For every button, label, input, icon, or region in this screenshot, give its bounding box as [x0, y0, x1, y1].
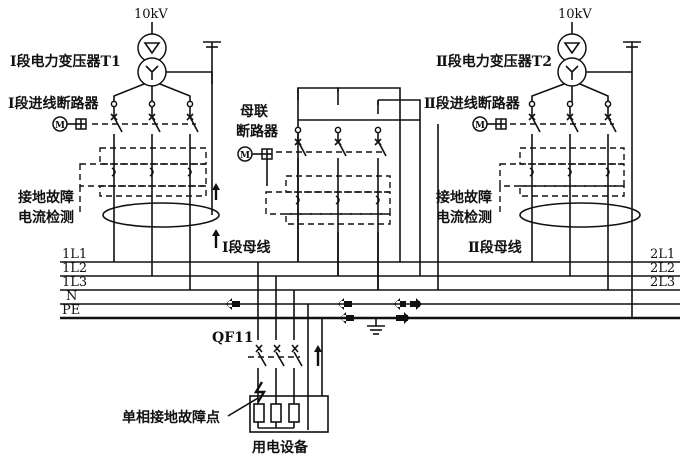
right-gfd-line1: 接地故障	[436, 189, 492, 206]
transformer-icon	[137, 33, 167, 87]
bus-label-1l3: 1L3	[62, 275, 87, 290]
right-ct-ring	[519, 202, 641, 228]
left-source: 10kV Ⅰ段电力变压器T1 Ⅰ段进线断路器	[8, 7, 271, 290]
current-flow-arrow-icon	[226, 298, 422, 366]
load-equipment	[249, 395, 329, 433]
bus-label-1l1: 1L1	[62, 247, 87, 262]
bus-label-1l2: 1L2	[62, 261, 87, 276]
bus-label-2l3: 2L3	[650, 275, 675, 290]
busbars	[60, 261, 680, 320]
bus-tie-label-2: 断路器	[236, 123, 279, 140]
left-gfd-line1: 接地故障	[18, 189, 74, 206]
bus-tie-label-1: 母联	[240, 104, 269, 120]
feeder-breaker-label: QF11	[212, 330, 254, 346]
motor-operator-icon: M	[52, 116, 87, 132]
right-breaker-label: Ⅱ段进线断路器	[424, 95, 521, 112]
left-transformer-label: Ⅰ段电力变压器T1	[10, 53, 121, 70]
bus-labels-left: 1L1 1L2 1L3 N PE	[62, 247, 87, 318]
bus-labels-right: 2L1 2L2 2L3	[650, 247, 675, 290]
right-transformer-label: Ⅱ段电力变压器T2	[436, 53, 552, 70]
fault-point-mark	[253, 381, 267, 403]
right-incoming-breaker	[510, 100, 617, 150]
load-label: 用电设备	[252, 439, 309, 456]
right-voltage-label: 10kV	[558, 7, 592, 22]
ground-icon	[367, 318, 385, 335]
bus-label-2l2: 2L2	[650, 261, 675, 276]
fault-point-label: 单相接地故障点	[122, 409, 220, 426]
ground-icon	[623, 41, 641, 72]
right-gfd-line2: 电流检测	[436, 209, 492, 226]
motor-operator-icon: M	[472, 116, 507, 132]
svg-text:M: M	[475, 121, 485, 131]
bus-tie: 母联 断路器 M	[236, 87, 439, 290]
left-busbar-label: Ⅰ段母线	[222, 239, 271, 256]
left-gfd-line2: 电流检测	[18, 209, 74, 226]
current-flow-arrow-icon	[212, 183, 220, 248]
left-breaker-label: Ⅰ段进线断路器	[8, 95, 100, 112]
left-ct-ring	[102, 202, 220, 228]
right-busbar-label: Ⅱ段母线	[468, 239, 522, 256]
motor-operator-icon: M	[237, 146, 273, 186]
bus-tie-breaker	[276, 126, 387, 178]
feeder: QF11 单相接地故障点 用电设备	[122, 262, 329, 456]
left-voltage-label: 10kV	[134, 7, 168, 22]
svg-text:M: M	[55, 121, 65, 131]
transformer-icon	[557, 33, 587, 87]
bus-label-pe: PE	[62, 303, 80, 318]
ground-icon	[203, 41, 221, 72]
left-incoming-breaker	[92, 100, 199, 150]
bus-label-2l1: 2L1	[650, 247, 675, 262]
right-source: 10kV Ⅱ段电力变压器T2 Ⅱ段进线断路器	[424, 7, 641, 318]
bus-label-n: N	[66, 289, 77, 304]
svg-text:M: M	[240, 151, 250, 161]
